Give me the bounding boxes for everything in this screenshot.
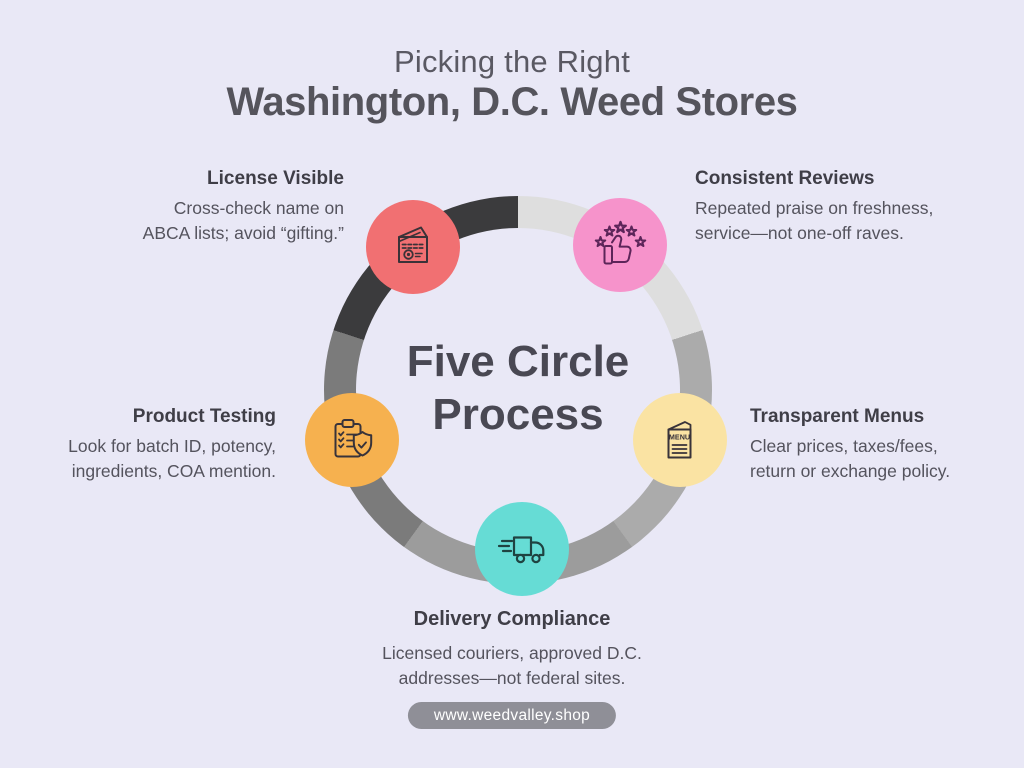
step-text-menus: Transparent Menus Clear prices, taxes/fe… bbox=[750, 406, 1000, 484]
step-heading: Consistent Reviews bbox=[695, 168, 875, 189]
step-circle-menus: MENU bbox=[633, 393, 727, 487]
thumbs-up-stars-icon bbox=[594, 220, 647, 265]
step-text-reviews: Consistent Reviews Repeated praise on fr… bbox=[695, 168, 985, 246]
clipboard-shield-icon bbox=[334, 419, 373, 458]
center-label-line1: Five Circle bbox=[406, 337, 630, 386]
step-heading: Delivery Compliance bbox=[413, 608, 611, 630]
certificate-icon bbox=[398, 226, 428, 263]
step-circle-license bbox=[366, 200, 460, 294]
menu-icon-label: MENU bbox=[669, 433, 690, 442]
step-circle-reviews bbox=[573, 198, 667, 292]
step-heading: License Visible bbox=[207, 168, 344, 189]
title-line2: Washington, D.C. Weed Stores bbox=[226, 80, 798, 124]
step-body: Look for batch ID, potency, ingredients,… bbox=[68, 436, 276, 481]
menu-icon: MENU bbox=[667, 421, 692, 459]
step-circle-testing bbox=[305, 393, 399, 487]
step-text-license: License Visible Cross-check name on ABCA… bbox=[40, 168, 344, 246]
title-line1: Picking the Right bbox=[393, 44, 631, 79]
step-body: Cross-check name on ABCA lists; avoid “g… bbox=[142, 198, 344, 243]
step-circle-delivery bbox=[475, 502, 569, 596]
center-label: Five Circle Process bbox=[324, 336, 712, 442]
step-heading: Product Testing bbox=[132, 406, 276, 427]
step-body: Licensed couriers, approved D.C. address… bbox=[382, 643, 642, 688]
step-heading: Transparent Menus bbox=[750, 406, 925, 427]
step-text-delivery: Delivery Compliance Licensed couriers, a… bbox=[332, 608, 692, 691]
center-label-line2: Process bbox=[432, 389, 604, 439]
step-body: Repeated praise on freshness, service—no… bbox=[695, 198, 934, 243]
step-body: Clear prices, taxes/fees, return or exch… bbox=[750, 436, 951, 481]
delivery-truck-icon bbox=[497, 536, 545, 564]
step-text-testing: Product Testing Look for batch ID, poten… bbox=[18, 406, 276, 484]
website-pill[interactable]: www.weedvalley.shop bbox=[407, 702, 617, 729]
